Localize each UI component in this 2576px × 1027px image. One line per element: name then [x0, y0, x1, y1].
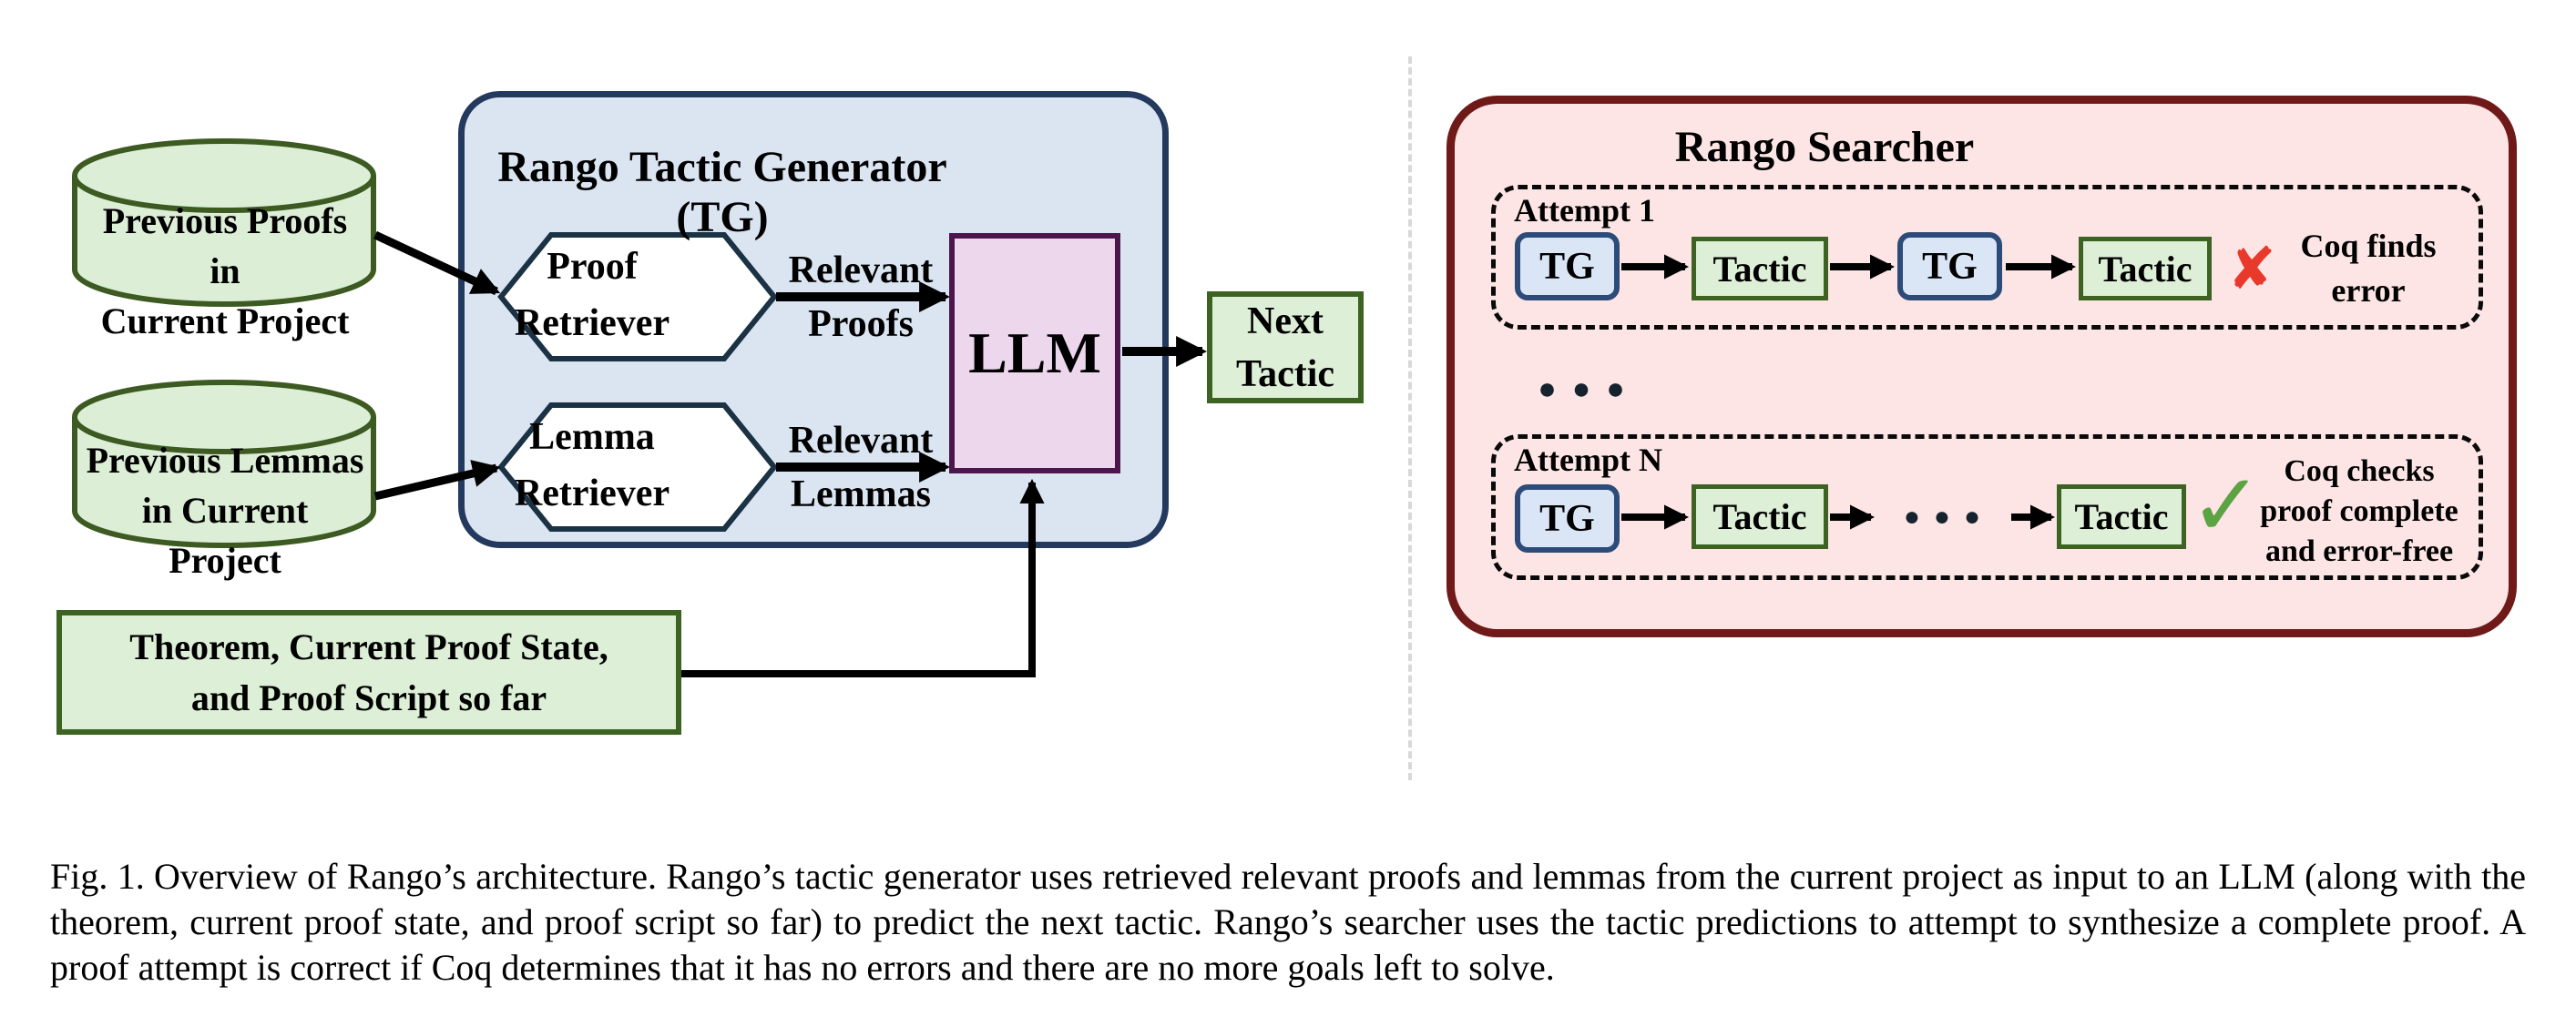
attempt-1-result-label: Coq finds error: [2300, 228, 2437, 309]
llm-node: LLM: [949, 233, 1120, 473]
attempt-1-tg-1-node: TG: [1515, 232, 1620, 300]
lemmas-db-label: Previous Lemmas in Current Project: [86, 440, 364, 581]
column-divider-line: [1408, 56, 1412, 780]
proofs-db-label: Previous Proofs in Current Project: [100, 200, 350, 341]
attempts-ellipsis-icon: ● ● ●: [1538, 372, 1625, 406]
attempt-1-tactic-1-node: Tactic: [1692, 237, 1828, 300]
attempt-n-tg-node: TG: [1515, 484, 1620, 553]
tactic-generator-title: Rango Tactic Generator (TG): [497, 143, 947, 241]
attempt-n-result-label: Coq checks proof complete and error-free: [2260, 454, 2458, 568]
searcher-title: Rango Searcher: [1674, 123, 1975, 171]
attempt-n-ellipsis-icon: ● ● ●: [1903, 502, 1981, 532]
attempt-n-tactic-2-node: Tactic: [2057, 484, 2186, 549]
attempt-1-label: Attempt 1: [1514, 192, 1655, 229]
attempt-n-box: [1491, 434, 2483, 580]
relevant-proofs-label: Relevant Proofs: [788, 249, 934, 345]
attempt-1-tactic-2-node: Tactic: [2079, 237, 2212, 300]
success-check-icon: ✓: [2189, 454, 2264, 556]
attempt-n-label: Attempt N: [1514, 442, 1662, 478]
figure-caption: Fig. 1. Overview of Rango’s architecture…: [50, 856, 2526, 988]
error-cross-icon: ✘: [2227, 236, 2276, 303]
proof-retriever-label: Proof Retriever: [514, 246, 670, 344]
context-input-box: Theorem, Current Proof State, and Proof …: [56, 610, 681, 735]
next-tactic-box: Next Tactic: [1207, 291, 1364, 403]
lemma-retriever-label: Lemma Retriever: [514, 416, 670, 514]
attempt-1-tg-2-node: TG: [1897, 232, 2002, 300]
attempt-1-box: [1491, 185, 2483, 330]
relevant-lemmas-label: Relevant Lemmas: [788, 420, 934, 515]
attempt-n-tactic-1-node: Tactic: [1692, 484, 1828, 549]
